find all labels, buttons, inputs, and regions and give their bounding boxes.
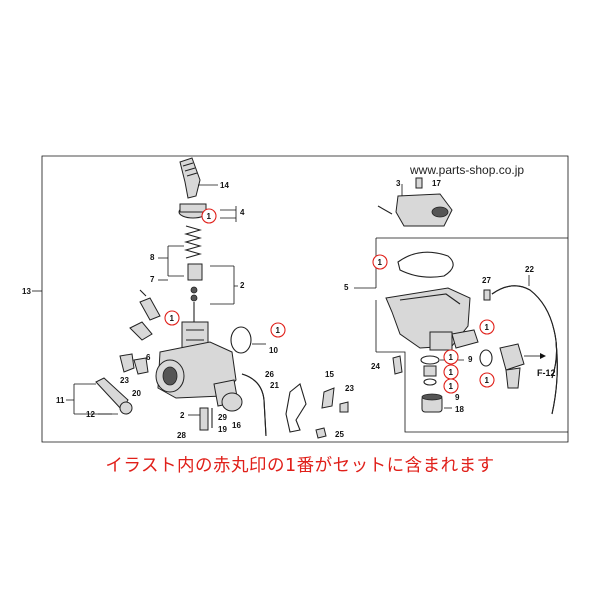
part-23-label-left: 23 <box>120 376 129 385</box>
float-chamber-body <box>385 287 479 351</box>
svg-text:1: 1 <box>378 258 383 267</box>
kit-marker-1-float-o-ring: 1 <box>443 349 459 365</box>
kit-marker-1-top-cap: 1 <box>201 208 217 224</box>
carburetor-body <box>155 321 239 407</box>
float <box>421 393 443 413</box>
svg-text:1: 1 <box>449 368 454 377</box>
part-4-label: 4 <box>240 208 245 217</box>
main-jet <box>199 407 209 431</box>
o-ring-10 <box>230 326 252 354</box>
part-17-label: 17 <box>432 179 441 188</box>
kit-marker-1-o-ring-10: 1 <box>270 322 286 338</box>
part-5-label: 5 <box>344 283 349 292</box>
part-2-label-top: 2 <box>240 281 245 290</box>
part-23-label-right: 23 <box>345 384 354 393</box>
part-7-label: 7 <box>150 275 155 284</box>
idle-screw <box>129 321 153 341</box>
svg-text:1: 1 <box>276 326 281 335</box>
kit-contents-note: イラスト内の赤丸印の1番がセットに含まれます <box>105 456 495 476</box>
fuel-valve <box>499 343 525 389</box>
bracket-15 <box>285 383 307 433</box>
part-13-label: 13 <box>22 287 31 296</box>
part-3-label: 3 <box>396 179 401 188</box>
air-cleaner-cap <box>395 193 453 227</box>
part-2-label-bottom: 2 <box>180 411 185 420</box>
diagram-frame <box>41 155 569 443</box>
vent-hose <box>241 373 267 437</box>
o-ring-fuel-cock <box>479 349 493 367</box>
svg-text:1: 1 <box>207 212 212 221</box>
website-url: www.parts-shop.co.jp <box>409 163 524 177</box>
kit-marker-1-fuel-cock: 1 <box>479 372 495 388</box>
throttle-cable-elbow <box>179 157 201 199</box>
float-chamber-gasket <box>397 251 454 278</box>
kit-marker-1-float-seat: 1 <box>443 378 459 394</box>
part-20-label: 20 <box>132 389 141 398</box>
part-26-label: 26 <box>265 370 274 379</box>
kit-marker-1-needle: 1 <box>164 310 180 326</box>
part-12-label: 12 <box>86 410 95 419</box>
svg-text:1: 1 <box>485 376 490 385</box>
ref-f12-label: F-12 <box>537 368 556 378</box>
part-14-label: 14 <box>220 181 229 190</box>
kit-marker-1-float-valve: 1 <box>443 364 459 380</box>
part-6-label: 6 <box>146 353 151 362</box>
part-25-label: 25 <box>335 430 344 439</box>
part-29-label: 29 <box>218 413 227 422</box>
part-28-label: 28 <box>177 431 186 440</box>
part-19-label: 19 <box>218 425 227 434</box>
svg-text:1: 1 <box>449 353 454 362</box>
float-valve <box>423 365 437 386</box>
part-18-label: 18 <box>455 405 464 414</box>
part-21-label: 21 <box>270 381 279 390</box>
needle-retainer <box>187 263 203 281</box>
svg-text:1: 1 <box>449 382 454 391</box>
pilot-screw <box>139 289 161 321</box>
svg-text:1: 1 <box>485 323 490 332</box>
part-9-label-bottom: 9 <box>455 393 460 402</box>
drain-cap <box>221 392 243 412</box>
part-22-label: 22 <box>525 265 534 274</box>
part-16-label: 16 <box>232 421 241 430</box>
part-15-label: 15 <box>325 370 334 379</box>
part-10-label: 10 <box>269 346 278 355</box>
svg-text:1: 1 <box>170 314 175 323</box>
throttle-spring <box>183 225 203 259</box>
float-o-ring <box>420 355 440 365</box>
part-9-label-top: 9 <box>468 355 473 364</box>
part-27-label: 27 <box>482 276 491 285</box>
kit-marker-1-chamber-screw: 1 <box>479 319 495 335</box>
choke-lever <box>95 377 133 415</box>
part-11-label: 11 <box>56 396 65 405</box>
part-24-label: 24 <box>371 362 380 371</box>
part-8-label: 8 <box>150 253 155 262</box>
kit-marker-1-gasket: 1 <box>372 254 388 270</box>
